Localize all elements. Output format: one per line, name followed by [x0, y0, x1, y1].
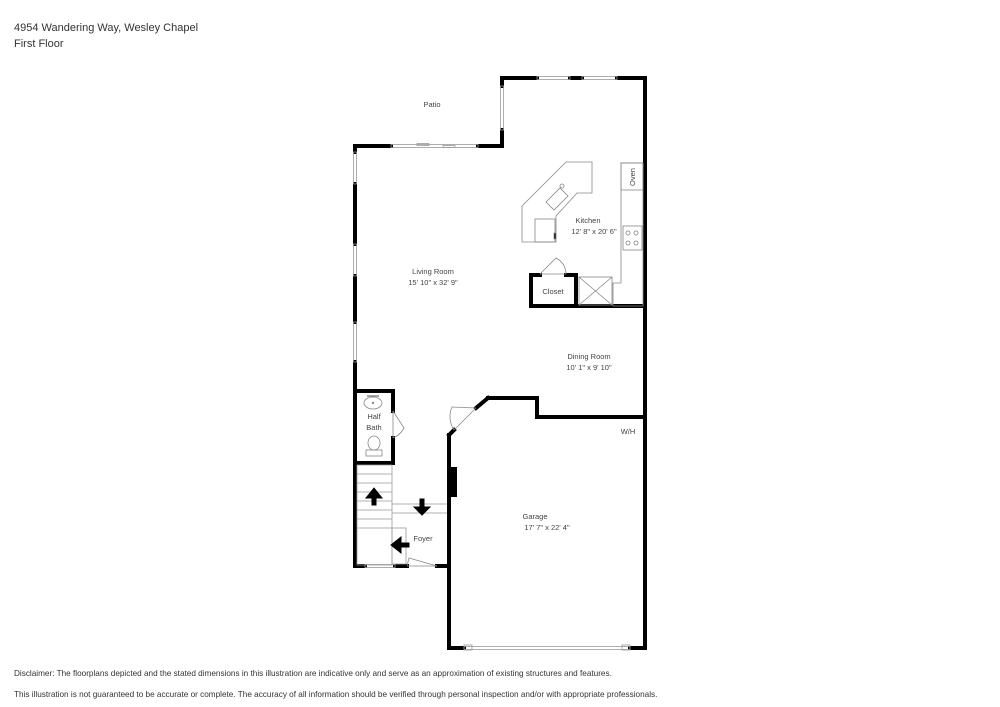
toilet-icon — [367, 435, 381, 451]
staircase — [356, 464, 447, 566]
water-heater-label: W/H — [621, 427, 636, 436]
half-bath-door[interactable] — [392, 410, 405, 439]
arrow-left-icon — [390, 535, 410, 555]
dining-room-label: Dining Room — [567, 352, 610, 361]
garage-label: Garage — [522, 512, 547, 521]
foyer-label: Foyer — [413, 534, 433, 543]
floor-label: First Floor — [14, 38, 64, 50]
stair-arrows — [364, 487, 432, 555]
oven-label: Oven — [628, 168, 637, 186]
garage-wall-panel — [449, 467, 457, 497]
disclaimer-line-2: This illustration is not guaranteed to b… — [14, 690, 658, 699]
arrow-down-icon — [412, 498, 432, 516]
garage-entry-door[interactable] — [449, 406, 477, 431]
kitchen-fixtures — [521, 161, 644, 307]
half-bath-label-1: Half — [367, 412, 381, 421]
oven — [620, 162, 644, 191]
garage-dimensions: 17' 7" x 22' 4" — [524, 523, 570, 532]
living-room-dimensions: 15' 10" x 32' 9" — [408, 278, 458, 287]
property-address: 4954 Wandering Way, Wesley Chapel — [14, 22, 199, 34]
kitchen-island — [521, 161, 593, 243]
arrow-up-icon — [364, 487, 384, 506]
sink-icon — [363, 396, 383, 410]
front-door[interactable] — [406, 557, 438, 567]
half-bath-label-2: Bath — [366, 423, 381, 432]
kitchen-label: Kitchen — [575, 216, 600, 225]
plan-header: 4954 Wandering Way, Wesley Chapel First … — [14, 20, 198, 52]
patio-label: Patio — [423, 100, 440, 109]
dining-room-dimensions: 10' 1" x 9' 10" — [566, 363, 612, 372]
half-bath-fixtures — [363, 395, 383, 457]
disclaimer: Disclaimer: The floorplans depicted and … — [14, 663, 657, 705]
kitchen-dimensions: 12' 8" x 20' 6" — [571, 227, 617, 236]
disclaimer-line-1: Disclaimer: The floorplans depicted and … — [14, 669, 612, 678]
windows — [353, 76, 631, 651]
closet-label: Closet — [542, 287, 564, 296]
cooktop-icon — [622, 225, 643, 251]
living-room-label: Living Room — [412, 267, 454, 276]
sink-icon — [545, 187, 569, 211]
